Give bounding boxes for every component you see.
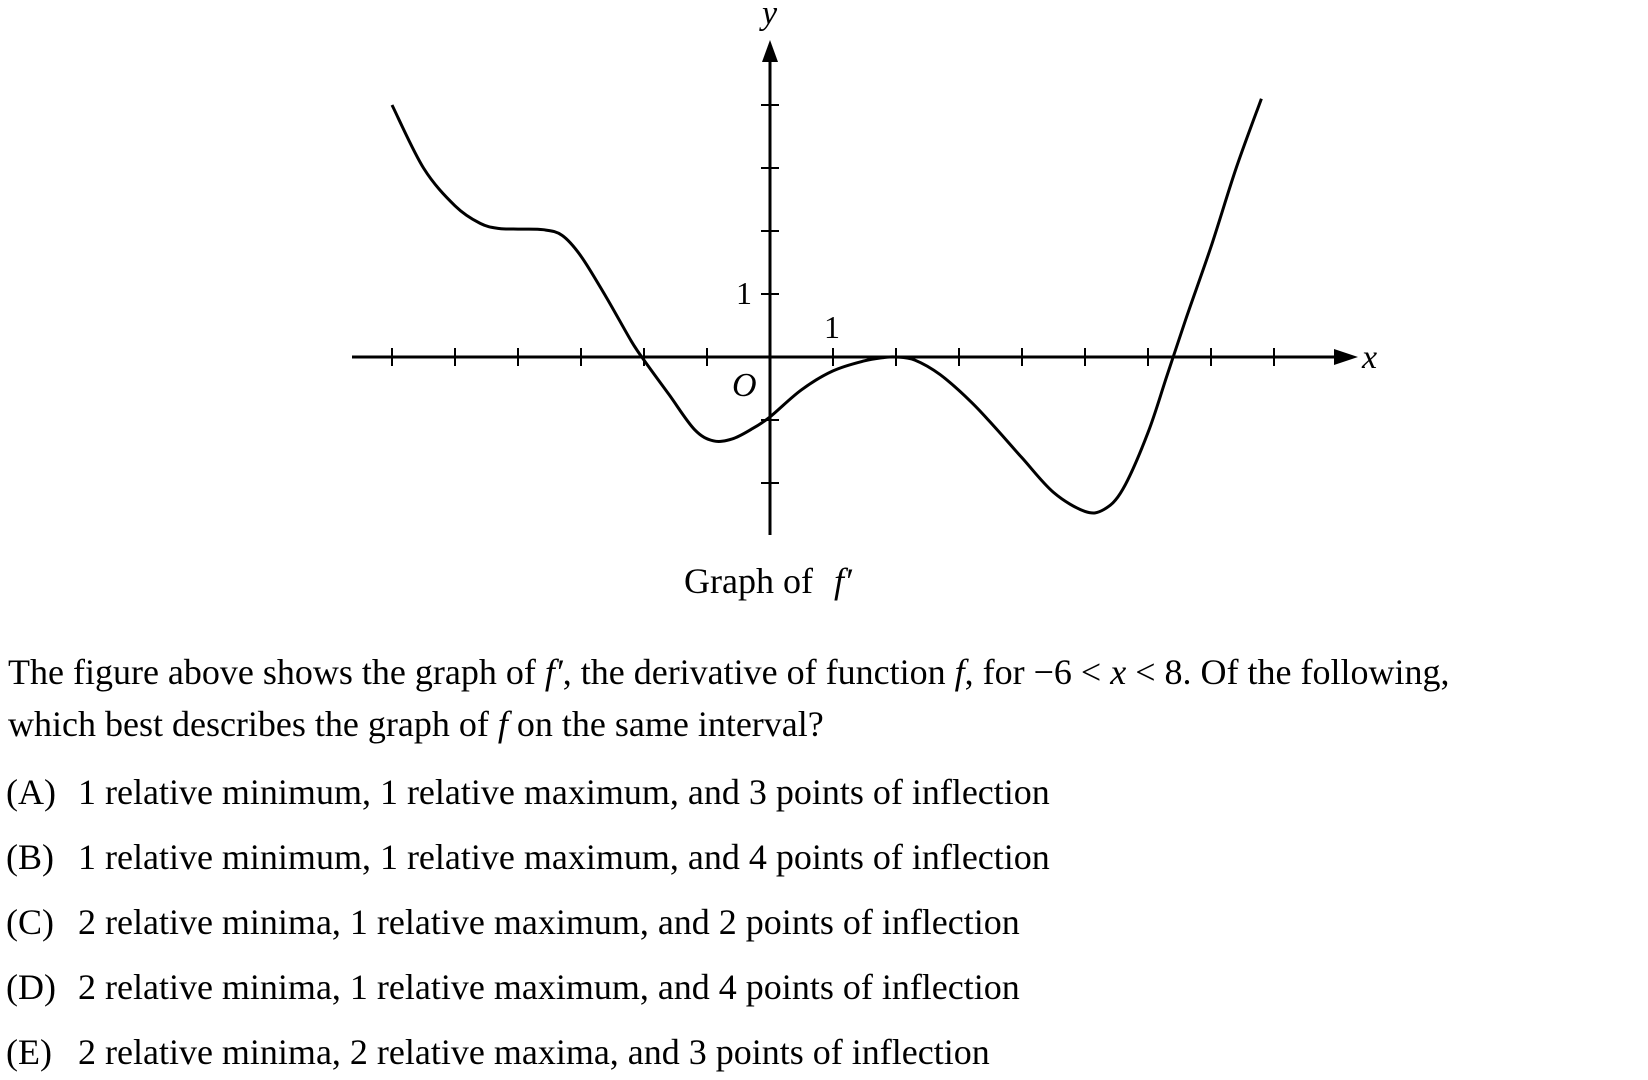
choice-a[interactable]: (A) 1 relative minimum, 1 relative maximu…	[6, 770, 1050, 814]
question-text: on the same interval?	[516, 704, 824, 744]
question-variable: x	[1110, 652, 1127, 692]
x-axis-letter: x	[1361, 339, 1377, 376]
origin-label: O	[732, 367, 757, 404]
x-unit-label: 1	[824, 309, 840, 345]
y-axis-arrow	[762, 40, 778, 62]
question-function: f′	[544, 652, 563, 692]
choice-text: 2 relative minima, 2 relative maxima, an…	[78, 1032, 990, 1072]
graph-caption: Graph of f′	[684, 561, 853, 601]
question-function: f	[954, 652, 965, 692]
choice-text: 1 relative minimum, 1 relative maximum, …	[78, 837, 1050, 877]
question-text: , for −6 <	[964, 652, 1111, 692]
choice-b[interactable]: (B) 1 relative minimum, 1 relative maximu…	[6, 835, 1050, 879]
question-text: < 8. Of the following,	[1126, 652, 1450, 692]
choice-letter: (C)	[6, 902, 54, 942]
f-prime-curve	[390, 98, 1263, 515]
choice-letter: (B)	[6, 837, 54, 877]
choice-text: 1 relative minimum, 1 relative maximum, …	[78, 772, 1050, 812]
derivative-graph: x y O 1 1 Graph of f′	[352, 0, 1377, 601]
y-axis-letter: y	[759, 0, 778, 32]
caption-function: f′	[834, 561, 853, 601]
choice-letter: (A)	[6, 772, 56, 812]
choice-e[interactable]: (E) 2 relative minima, 2 relative maxima,…	[6, 1030, 990, 1074]
question-text: which best describes the graph of	[8, 704, 489, 744]
x-axis-arrow	[1334, 349, 1358, 365]
y-ticks	[761, 104, 779, 484]
question-text: The figure above shows the graph of	[8, 652, 536, 692]
question-line-1: The figure above shows the graph of f′, …	[8, 646, 1644, 698]
x-ticks	[391, 348, 1275, 366]
question-stem: The figure above shows the graph of f′, …	[8, 646, 1644, 750]
choice-text: 2 relative minima, 1 relative maximum, a…	[78, 967, 1020, 1007]
choice-letter: (D)	[6, 967, 56, 1007]
question-function: f	[497, 704, 508, 744]
choice-text: 2 relative minima, 1 relative maximum, a…	[78, 902, 1020, 942]
y-unit-label: 1	[736, 275, 752, 311]
question-text: , the derivative of function	[562, 652, 946, 692]
choice-d[interactable]: (D) 2 relative minima, 1 relative maximum…	[6, 965, 1020, 1009]
choice-c[interactable]: (C) 2 relative minima, 1 relative maximum…	[6, 900, 1020, 944]
question-line-2: which best describes the graph of f on t…	[8, 698, 1644, 750]
choice-letter: (E)	[6, 1032, 52, 1072]
caption-prefix: Graph of	[684, 561, 813, 601]
